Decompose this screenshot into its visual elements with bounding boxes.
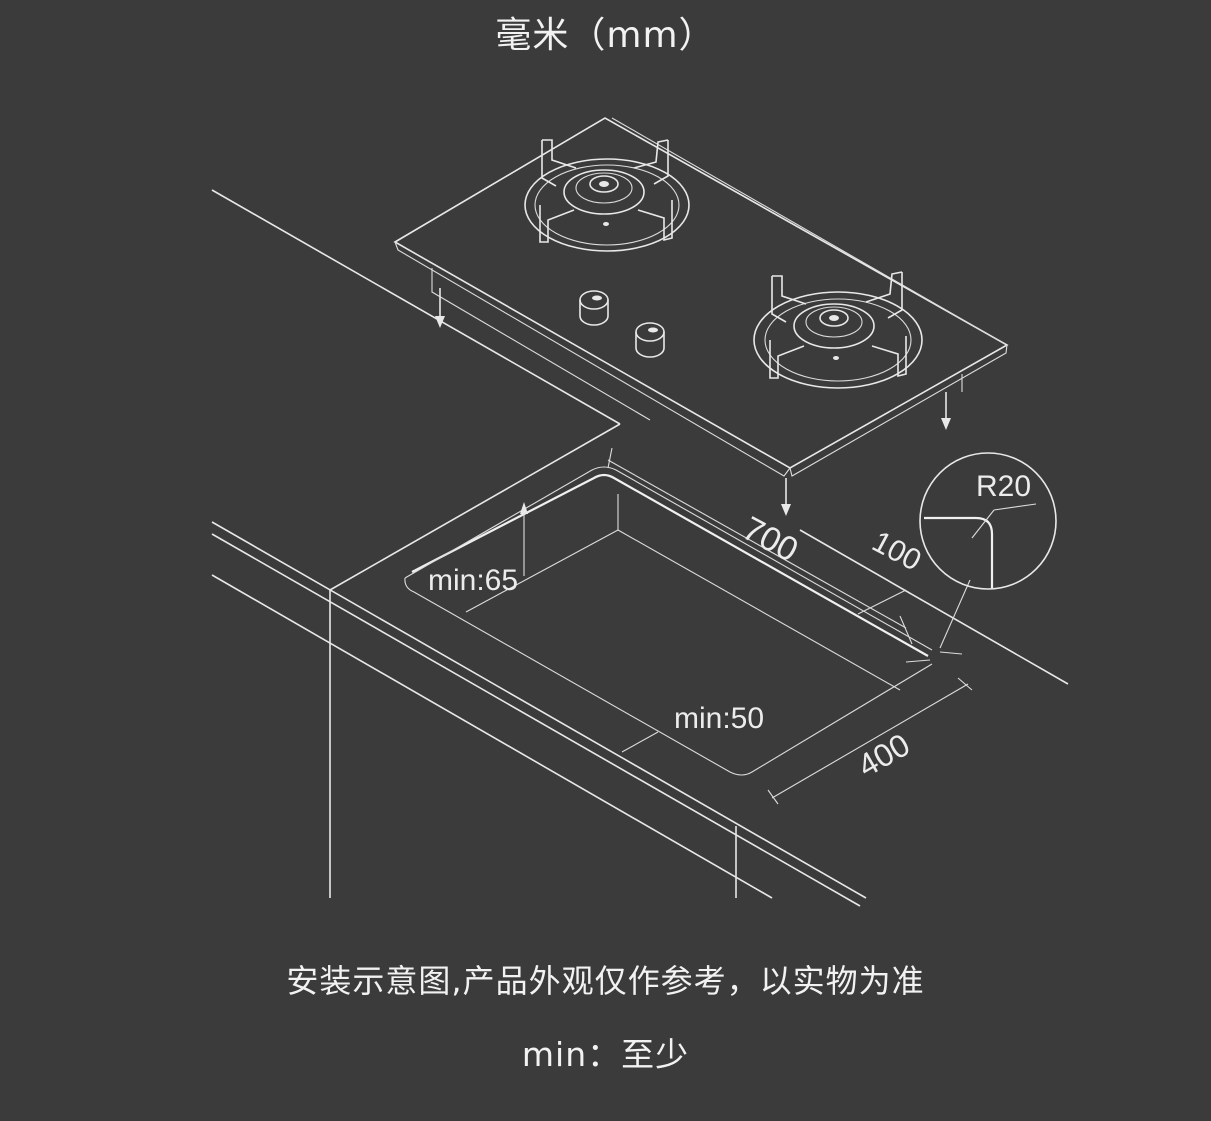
countertop-lines (211, 189, 1069, 907)
cooktop (393, 117, 1009, 516)
knob-left (579, 290, 609, 326)
install-arrows (435, 288, 951, 516)
dim-radius-r20: R20 (976, 470, 1031, 503)
disclaimer-note: 安装示意图,产品外观仅作参考，以实物为准 (286, 962, 925, 1000)
burner-right (753, 271, 923, 389)
min-legend: min：至少 (521, 1035, 690, 1074)
dim-offset-100: 100 (867, 525, 927, 578)
dim-min-front: min:50 (674, 702, 764, 735)
burner-left (524, 139, 690, 252)
unit-title: 毫米（mm） (495, 15, 716, 56)
radius-detail (919, 452, 1057, 590)
knob-right (635, 322, 665, 358)
cutout (404, 466, 933, 776)
dim-width-700: 700 (736, 510, 804, 570)
dim-depth-400: 400 (852, 726, 916, 784)
dim-min-back: min:65 (428, 564, 518, 597)
dimension-lines (520, 447, 973, 805)
